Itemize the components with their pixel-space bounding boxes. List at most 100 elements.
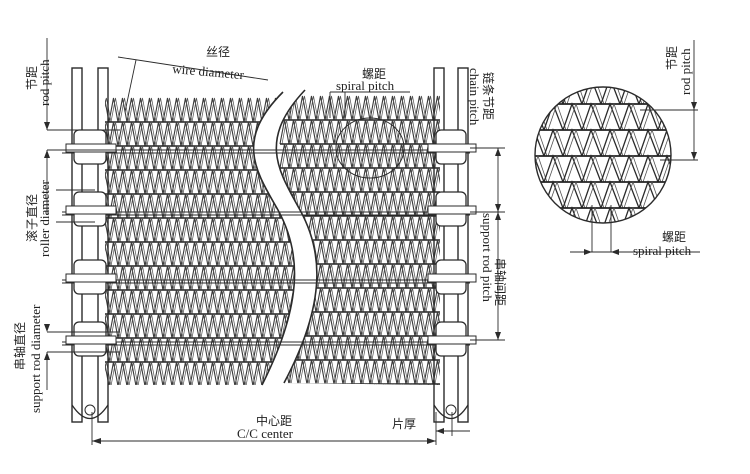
detail-spiral bbox=[619, 206, 640, 223]
detail-spiral-inner bbox=[566, 154, 586, 183]
detail-spiral-inner bbox=[535, 154, 548, 183]
detail-spiral-inner bbox=[567, 234, 585, 260]
chain-pitch-en: chain pitch bbox=[467, 68, 482, 126]
mesh-left-row bbox=[105, 217, 295, 243]
mesh-right-row-inner bbox=[281, 335, 440, 361]
left-chain bbox=[65, 67, 117, 423]
detail-spiral bbox=[581, 206, 602, 223]
detail-spiral bbox=[601, 234, 620, 260]
mesh-right-row-inner bbox=[281, 359, 440, 385]
mesh-right-row bbox=[279, 95, 440, 121]
detail-spiral bbox=[543, 206, 564, 223]
mesh-left-row-inner bbox=[105, 289, 295, 315]
mesh-left-row bbox=[105, 313, 295, 339]
detail-spiral bbox=[543, 87, 564, 105]
detail-spiral bbox=[535, 206, 545, 223]
detail-spiral bbox=[677, 182, 696, 208]
detail-spiral-inner bbox=[566, 128, 586, 157]
detail-spiral-inner bbox=[604, 206, 624, 223]
support-rod-diameter-en: support rod diameter bbox=[28, 304, 43, 413]
detail-spiral bbox=[638, 102, 659, 131]
detail-spiral bbox=[619, 154, 640, 183]
spiral-pitch-cn: 螺距 bbox=[362, 67, 386, 81]
detail-spiral bbox=[638, 180, 659, 209]
detail-spiral bbox=[525, 234, 544, 260]
mesh-left-row bbox=[105, 121, 295, 147]
right-chain-pin bbox=[427, 273, 477, 283]
detail-spiral bbox=[581, 87, 602, 105]
detail-spiral bbox=[657, 154, 671, 183]
mesh-right-row-inner bbox=[281, 119, 440, 145]
detail-spiral bbox=[638, 154, 659, 183]
detail-spiral-inner bbox=[661, 154, 671, 183]
detail-spiral-inner bbox=[604, 102, 624, 131]
detail-spiral-inner bbox=[585, 206, 605, 223]
mesh-left-row bbox=[105, 97, 295, 123]
roller-diameter-cn: 滚子直径 bbox=[24, 194, 39, 242]
detail-spiral bbox=[600, 128, 621, 157]
left-chain-pin bbox=[65, 335, 117, 345]
wire-diameter-en: wire diameter bbox=[172, 61, 246, 82]
detail-spiral bbox=[638, 128, 659, 157]
detail-spiral-inner bbox=[547, 206, 567, 223]
mesh-left-row-inner bbox=[105, 241, 295, 267]
mesh-right-row bbox=[279, 239, 440, 265]
detail-spiral bbox=[600, 102, 621, 131]
detail-spiral-inner bbox=[585, 87, 605, 105]
spiral-pitch-en: spiral pitch bbox=[336, 78, 395, 93]
detail-spiral-inner bbox=[642, 206, 662, 223]
detail-spiral-inner bbox=[623, 206, 643, 223]
mesh-right-row bbox=[279, 383, 440, 385]
detail-spiral bbox=[619, 128, 640, 157]
right-chain bbox=[427, 67, 477, 423]
mesh-left-row-inner bbox=[105, 217, 295, 243]
detail-spiral-inner bbox=[642, 87, 662, 105]
support-rod-pitch-en: support rod pitch bbox=[480, 213, 495, 302]
support-rod-pitch-cn: 串轴间距 bbox=[493, 258, 508, 306]
detail-spiral bbox=[619, 87, 640, 105]
detail-spiral-inner bbox=[547, 102, 567, 131]
right-chain-pin bbox=[427, 335, 477, 345]
detail-spiral bbox=[563, 234, 582, 260]
right-chain-pin bbox=[427, 143, 477, 153]
detail-spiral bbox=[562, 102, 583, 131]
rod-pitch-en: rod pitch bbox=[37, 59, 52, 106]
break-line-left bbox=[252, 91, 296, 386]
detail-spiral bbox=[657, 87, 671, 105]
mesh-right-row bbox=[279, 335, 440, 361]
cc-center-en: C/C center bbox=[237, 426, 294, 441]
detail-spiral-inner bbox=[586, 234, 604, 260]
support-rods bbox=[62, 149, 470, 346]
detail-spiral-inner bbox=[535, 102, 548, 131]
detail-spiral-inner bbox=[681, 104, 699, 130]
detail-spiral bbox=[581, 128, 602, 157]
detail-spiral-pitch-cn: 螺距 bbox=[662, 230, 686, 244]
mesh-left-row-inner bbox=[105, 313, 295, 339]
left-chain-outer-plate bbox=[71, 67, 83, 423]
mesh-right-row bbox=[279, 167, 440, 193]
detail-spiral bbox=[535, 87, 545, 105]
mesh-left-row bbox=[105, 337, 295, 363]
detail-spiral-inner bbox=[547, 154, 567, 183]
mesh-left-row bbox=[105, 169, 295, 195]
chain-pitch-cn: 链条节距 bbox=[481, 72, 496, 120]
detail-spiral bbox=[543, 180, 564, 209]
mesh-left-row-inner bbox=[105, 265, 295, 291]
detail-spiral bbox=[657, 102, 671, 131]
detail-spiral-inner bbox=[681, 182, 699, 208]
detail-spiral-inner bbox=[604, 154, 624, 183]
detail-spiral-inner bbox=[547, 180, 567, 209]
detail-spiral bbox=[562, 154, 583, 183]
plate-thickness-cn: 片厚 bbox=[392, 417, 416, 431]
detail-spiral-inner bbox=[661, 128, 671, 157]
detail-spiral bbox=[600, 180, 621, 209]
detail-spiral bbox=[600, 206, 621, 223]
detail-rod-pitch-cn: 节距 bbox=[665, 46, 679, 70]
detail-spiral-inner bbox=[535, 206, 548, 223]
mesh-left-row bbox=[105, 265, 295, 291]
detail-spiral bbox=[543, 154, 564, 183]
detail-spiral bbox=[535, 128, 545, 157]
detail-spiral bbox=[562, 180, 583, 209]
right-chain-end-hole bbox=[445, 404, 457, 416]
detail-spiral bbox=[600, 154, 621, 183]
